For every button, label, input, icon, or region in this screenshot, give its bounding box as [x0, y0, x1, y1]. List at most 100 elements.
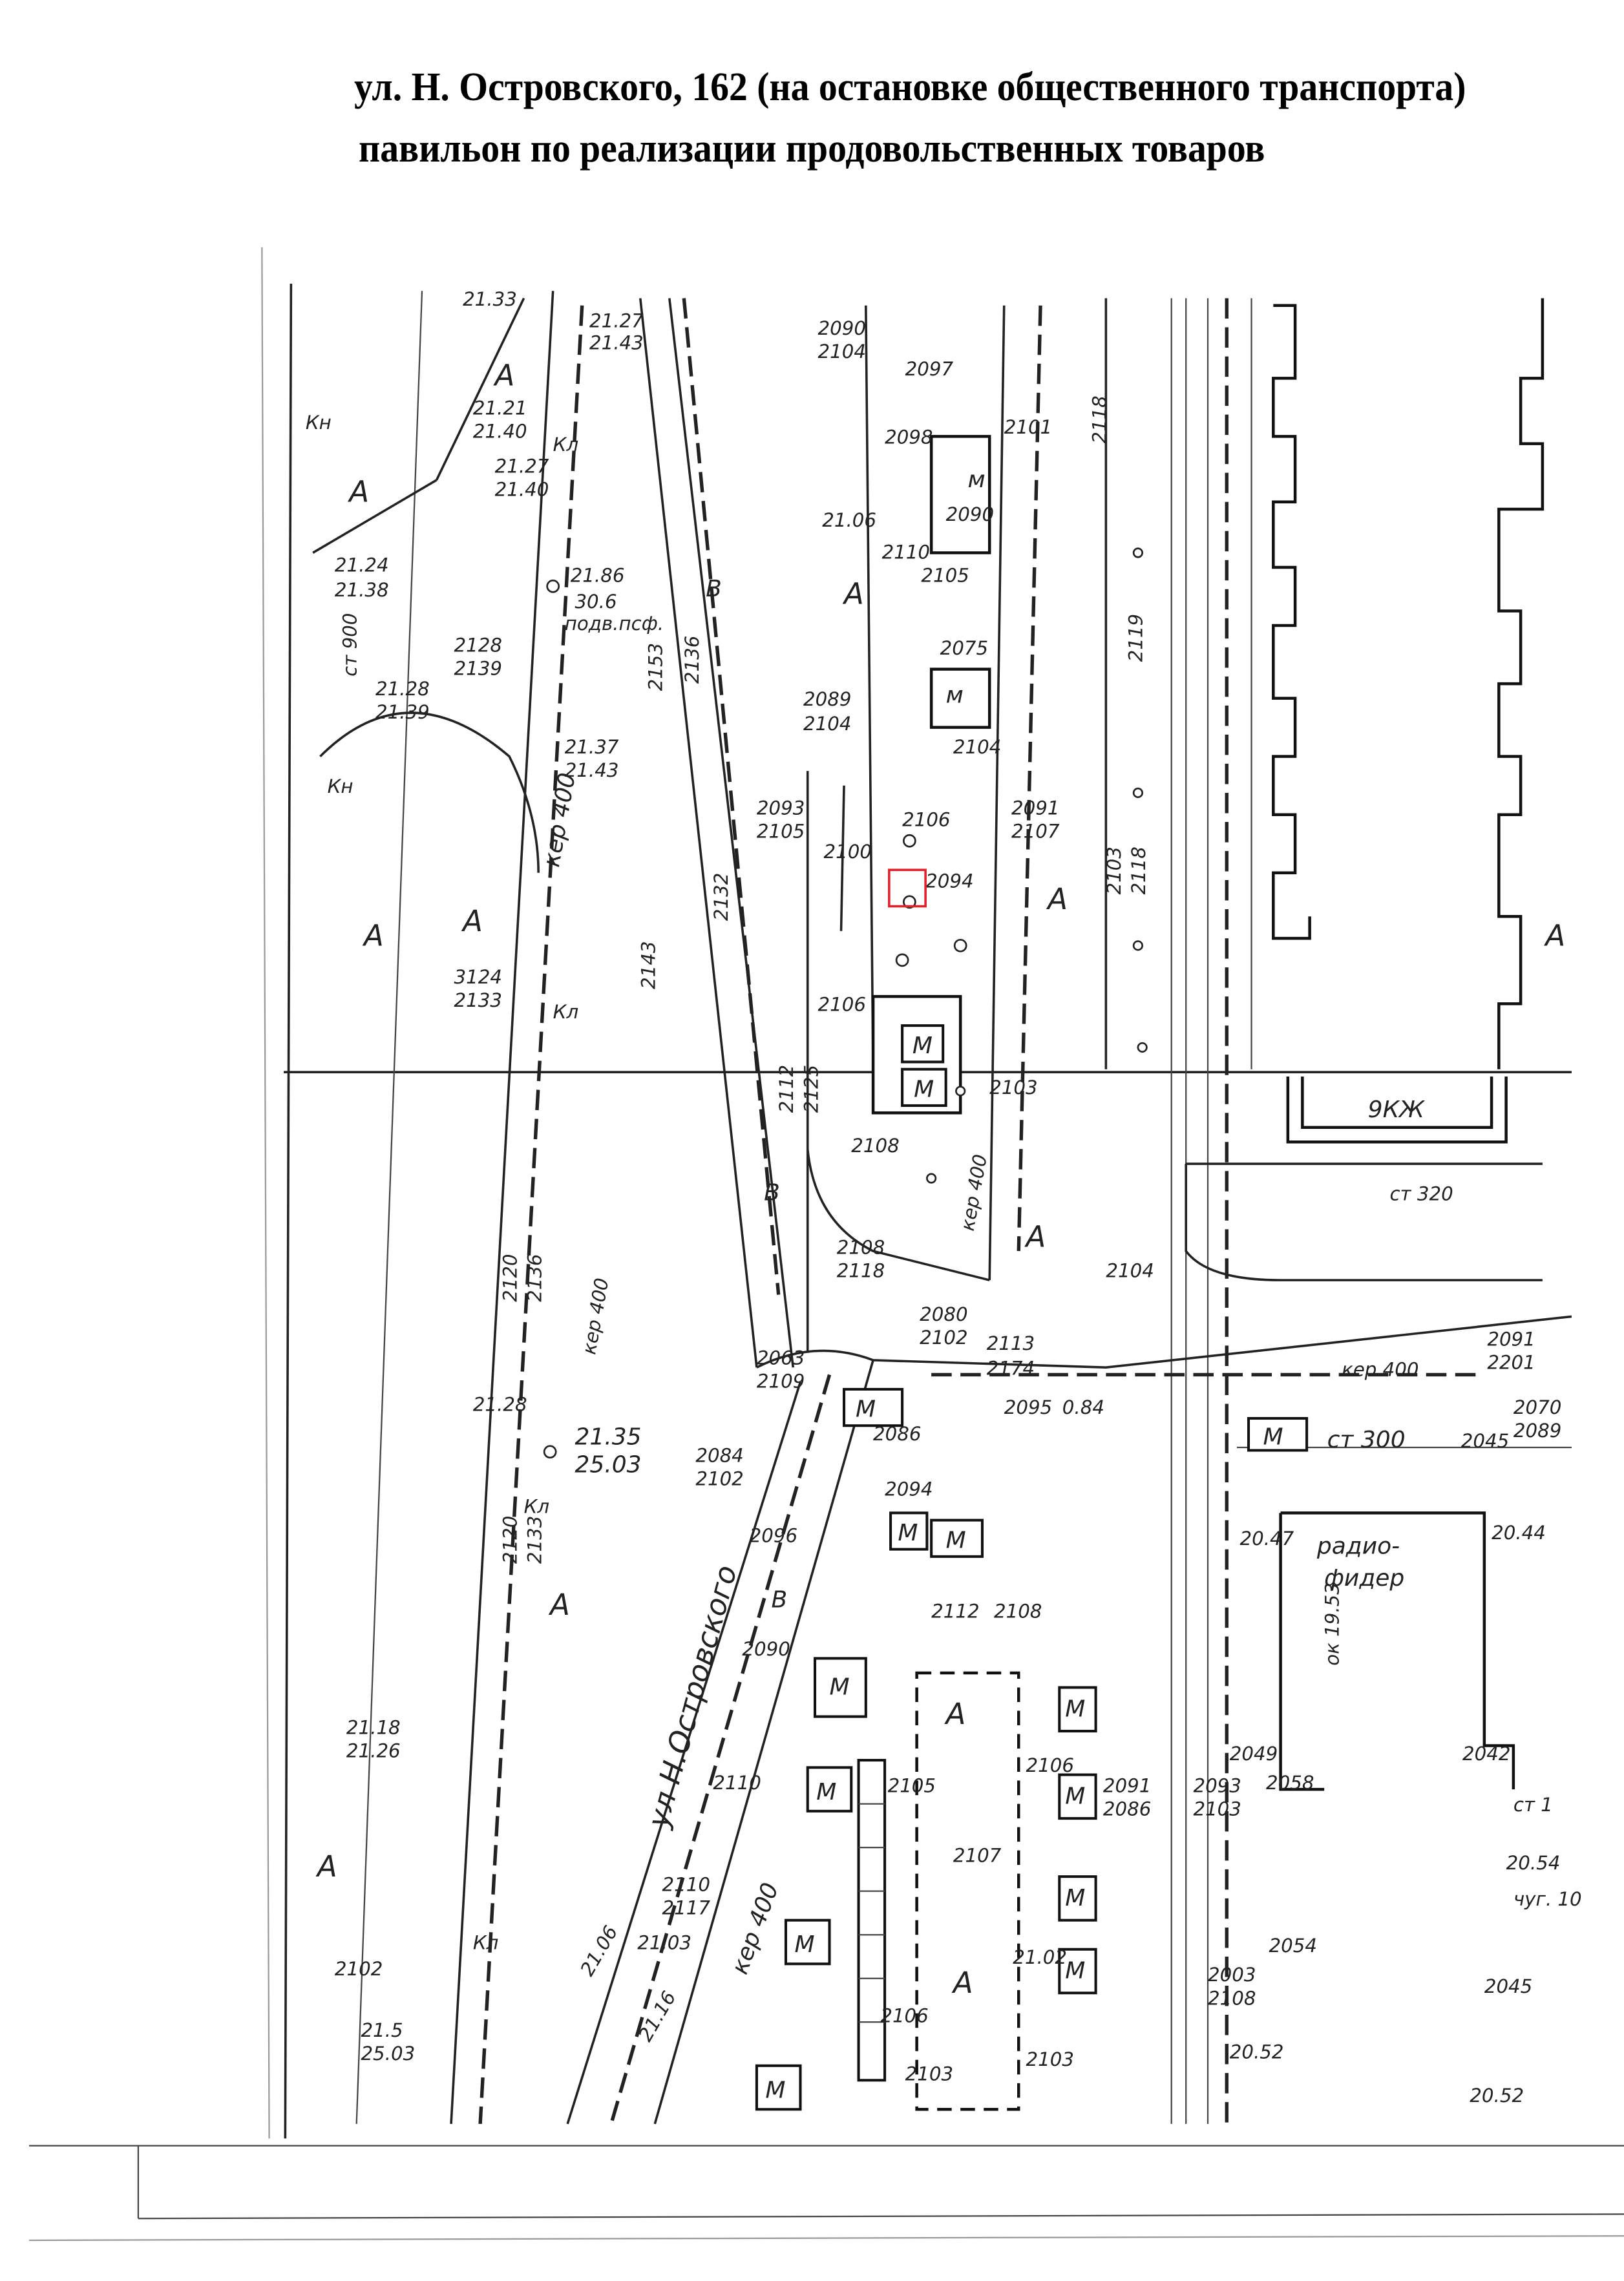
- svg-text:2118: 2118: [1088, 395, 1110, 443]
- svg-text:2098: 2098: [885, 426, 933, 448]
- svg-text:А: А: [315, 1849, 337, 1884]
- svg-text:м: м: [967, 467, 985, 493]
- svg-text:2118: 2118: [837, 1260, 885, 1282]
- kiosks: М М М М М М М М М М М М М М: [755, 1024, 1309, 2111]
- svg-text:0.84: 0.84: [1062, 1396, 1104, 1418]
- svg-text:2108: 2108: [837, 1237, 885, 1259]
- pavilion-location-marker: [888, 868, 927, 908]
- svg-text:Кн: Кн: [306, 412, 332, 434]
- svg-text:2109: 2109: [757, 1371, 805, 1393]
- svg-text:2104: 2104: [953, 736, 1001, 758]
- svg-text:А: А: [347, 475, 369, 509]
- svg-text:2108: 2108: [994, 1600, 1042, 1622]
- buildings: [871, 298, 1545, 2111]
- svg-text:21.06: 21.06: [822, 509, 876, 531]
- svg-text:2084: 2084: [695, 1445, 743, 1467]
- svg-text:А: А: [1046, 882, 1068, 916]
- svg-text:2091: 2091: [1011, 797, 1059, 819]
- svg-text:21.26: 21.26: [346, 1740, 401, 1762]
- svg-text:20.54: 20.54: [1506, 1852, 1561, 1874]
- svg-text:20.52: 20.52: [1470, 2085, 1524, 2107]
- svg-text:30.6: 30.6: [575, 591, 617, 613]
- svg-text:20.47: 20.47: [1240, 1528, 1294, 1550]
- svg-text:2090: 2090: [818, 317, 866, 339]
- svg-text:21.40: 21.40: [495, 479, 549, 501]
- svg-text:А: А: [842, 576, 864, 611]
- svg-text:25.03: 25.03: [361, 2043, 415, 2065]
- svg-text:Кл: Кл: [524, 1495, 549, 1517]
- svg-text:2113: 2113: [987, 1332, 1035, 1354]
- svg-text:м: м: [946, 682, 964, 708]
- svg-text:Кл: Кл: [553, 434, 578, 456]
- svg-text:А: А: [1543, 918, 1565, 952]
- svg-text:ст 900: ст 900: [339, 613, 361, 677]
- kiosk-label: М: [830, 1674, 850, 1701]
- svg-text:А: А: [951, 1966, 973, 2000]
- svg-text:21.02: 21.02: [1013, 1946, 1067, 1968]
- map-frame: [29, 247, 1624, 2242]
- svg-text:21.28: 21.28: [473, 1394, 527, 1416]
- svg-text:А: А: [461, 904, 483, 938]
- svg-text:кер 400: кер 400: [578, 1276, 613, 1356]
- svg-text:21.40: 21.40: [473, 421, 527, 443]
- kiosk-label: М: [912, 1033, 933, 1059]
- svg-text:2125: 2125: [801, 1065, 823, 1113]
- svg-text:21.24: 21.24: [335, 554, 389, 576]
- svg-text:2103: 2103: [905, 2063, 953, 2085]
- svg-text:2128: 2128: [454, 635, 502, 657]
- svg-text:2045: 2045: [1484, 1975, 1532, 1997]
- svg-text:2086: 2086: [1103, 1798, 1151, 1820]
- svg-text:2120: 2120: [499, 1254, 521, 1301]
- svg-text:20.52: 20.52: [1230, 2041, 1284, 2063]
- svg-text:А: А: [362, 918, 384, 952]
- svg-text:2106: 2106: [902, 809, 950, 831]
- svg-text:9КЖ: 9КЖ: [1368, 1097, 1426, 1123]
- svg-text:2105: 2105: [888, 1775, 936, 1797]
- svg-text:2093: 2093: [1193, 1775, 1241, 1797]
- svg-text:2070: 2070: [1513, 1396, 1561, 1418]
- svg-text:2090: 2090: [946, 503, 994, 525]
- svg-text:2101: 2101: [1004, 416, 1052, 438]
- svg-text:ст 300: ст 300: [1327, 1427, 1406, 1453]
- svg-text:2110: 2110: [662, 1874, 710, 1896]
- svg-text:21.21: 21.21: [473, 397, 527, 419]
- kiosk-label: М: [794, 1931, 814, 1958]
- svg-text:2120: 2120: [499, 1516, 521, 1564]
- svg-text:2136: 2136: [681, 636, 703, 684]
- svg-text:2091: 2091: [1487, 1328, 1535, 1350]
- svg-text:21.35: 21.35: [575, 1424, 641, 1451]
- svg-text:2042: 2042: [1462, 1743, 1510, 1765]
- svg-text:2054: 2054: [1269, 1935, 1317, 1957]
- svg-text:В: В: [764, 1179, 780, 1206]
- svg-text:2003: 2003: [1208, 1964, 1256, 1986]
- survey-points: [543, 547, 1148, 1459]
- svg-text:2075: 2075: [940, 637, 988, 659]
- svg-text:ок 19.53: ок 19.53: [1322, 1582, 1344, 1666]
- svg-text:2063: 2063: [757, 1347, 805, 1369]
- svg-text:ст 320: ст 320: [1389, 1183, 1453, 1204]
- svg-text:2105: 2105: [921, 565, 969, 587]
- svg-text:2106: 2106: [880, 2004, 928, 2026]
- svg-text:подв.псф.: подв.псф.: [565, 613, 664, 635]
- svg-text:21.43: 21.43: [565, 759, 619, 781]
- svg-text:2102: 2102: [695, 1468, 743, 1490]
- svg-text:А: А: [548, 1588, 570, 1622]
- svg-text:2094: 2094: [925, 870, 973, 892]
- svg-text:В: В: [771, 1587, 787, 1614]
- svg-text:чуг. 10: чуг. 10: [1513, 1888, 1582, 1910]
- svg-text:2103: 2103: [1103, 846, 1125, 894]
- kiosk-label: М: [1065, 1783, 1085, 1810]
- svg-text:2110: 2110: [882, 541, 930, 563]
- svg-text:2136: 2136: [524, 1254, 546, 1301]
- svg-text:2119: 2119: [1125, 614, 1147, 662]
- svg-text:21.5: 21.5: [361, 2019, 403, 2041]
- svg-text:кер 400: кер 400: [956, 1153, 991, 1232]
- svg-text:2201: 2201: [1487, 1351, 1535, 1373]
- svg-text:21.27: 21.27: [589, 310, 644, 332]
- svg-text:2096: 2096: [750, 1524, 797, 1546]
- svg-text:2089: 2089: [1513, 1420, 1561, 1442]
- svg-text:кер 400: кер 400: [538, 771, 581, 869]
- svg-text:2103: 2103: [1026, 2048, 1074, 2070]
- svg-text:2153: 2153: [645, 643, 667, 691]
- svg-text:25.03: 25.03: [575, 1451, 641, 1478]
